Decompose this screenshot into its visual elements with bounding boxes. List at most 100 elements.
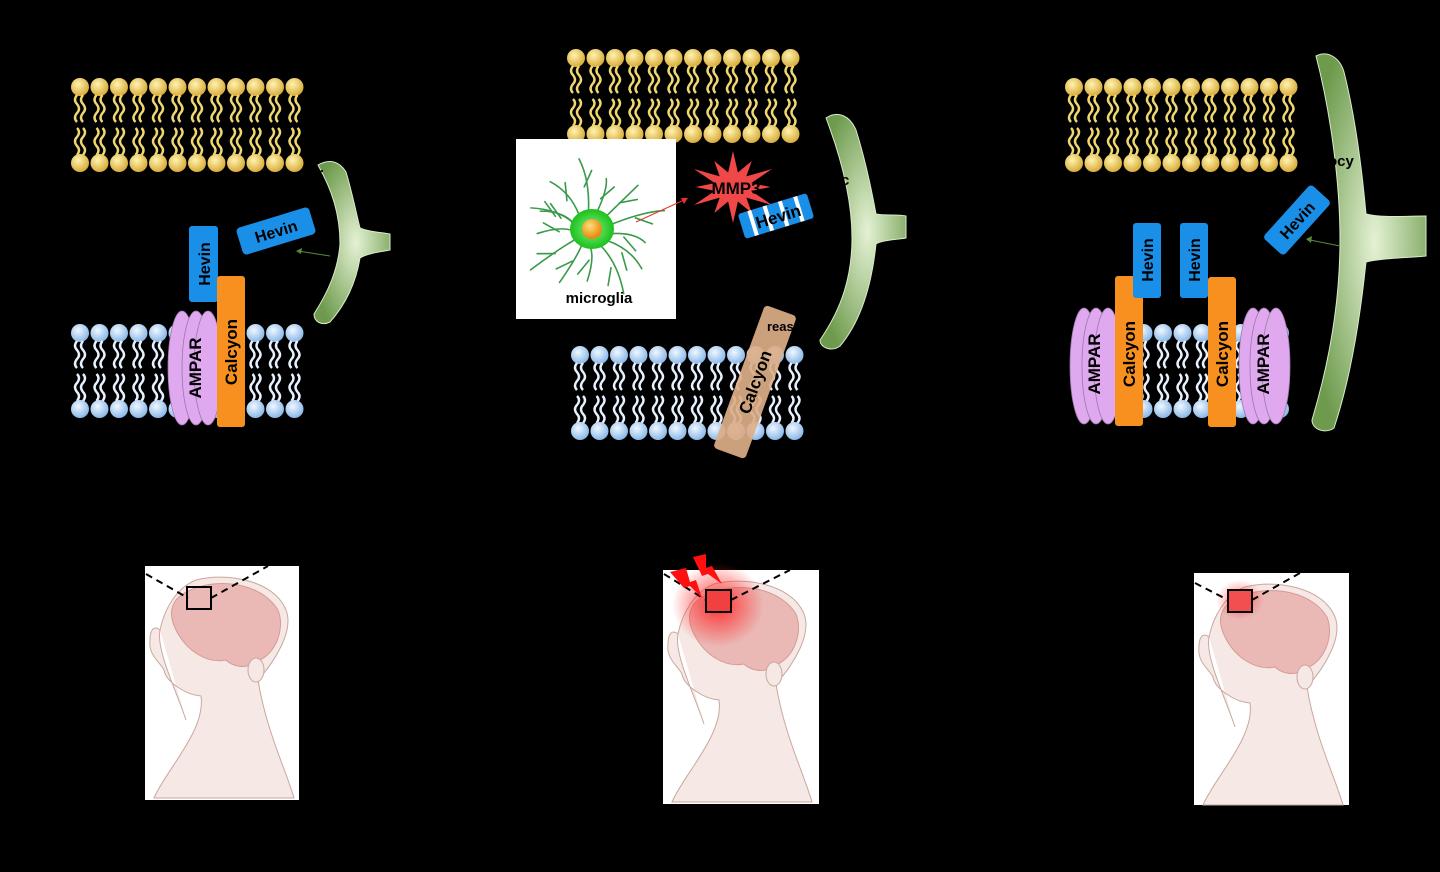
lipid-head bbox=[567, 49, 585, 67]
lipid-head bbox=[1084, 78, 1103, 96]
lipid-tail bbox=[151, 127, 159, 156]
lipid-tail bbox=[628, 65, 635, 94]
lipid-tail bbox=[177, 94, 184, 123]
lipid-tail bbox=[1143, 340, 1150, 369]
lipid-head bbox=[1182, 154, 1200, 172]
lipid-tail bbox=[132, 340, 139, 369]
calcyon-label: Calcyon bbox=[222, 319, 241, 385]
microglia-process bbox=[583, 169, 593, 188]
microglia-process bbox=[542, 222, 560, 233]
lipid-tail bbox=[653, 98, 661, 127]
hevin-secreted: Hevin bbox=[236, 207, 316, 255]
lipid-tail bbox=[667, 98, 674, 127]
lipid-tail bbox=[255, 94, 262, 123]
ampar-label: AMPAR bbox=[186, 337, 205, 398]
presynaptic-membrane bbox=[71, 78, 304, 172]
lipid-tail bbox=[112, 94, 120, 123]
lipid-tail bbox=[99, 373, 106, 402]
lipid-tail bbox=[1093, 127, 1100, 156]
lipid-head bbox=[1162, 78, 1181, 96]
lipid-tail bbox=[288, 340, 295, 369]
lipid-tail bbox=[249, 340, 256, 369]
microglia-process bbox=[610, 232, 646, 244]
lipid-tail bbox=[288, 94, 295, 123]
lipid-head bbox=[625, 125, 644, 143]
lipid-tail bbox=[249, 94, 256, 123]
lipid-tail bbox=[1171, 94, 1178, 123]
lipid-head bbox=[246, 154, 265, 172]
lipid-head bbox=[762, 125, 780, 143]
lipid-tail bbox=[138, 340, 145, 369]
lipid-tail bbox=[294, 127, 301, 156]
lipid-tail bbox=[1132, 94, 1139, 123]
lipid-tail bbox=[657, 362, 665, 391]
lipid-tail bbox=[790, 65, 797, 94]
ear bbox=[247, 657, 265, 683]
lipid-head bbox=[1154, 400, 1172, 418]
lipid-tail bbox=[112, 373, 120, 402]
lipid-tail bbox=[788, 395, 795, 424]
lipid-tail bbox=[216, 94, 223, 123]
lipid-head bbox=[785, 422, 804, 440]
lipid-tail bbox=[1195, 373, 1203, 402]
zoom-line bbox=[1251, 572, 1301, 601]
lipid-head bbox=[703, 49, 722, 67]
lipid-head bbox=[149, 400, 167, 418]
lipid-tail bbox=[99, 127, 106, 156]
lipid-head bbox=[1201, 78, 1220, 96]
astrocyte bbox=[313, 161, 391, 325]
calcyon-label: Calcyon bbox=[1213, 321, 1232, 387]
lipid-tail bbox=[1106, 127, 1114, 156]
lipid-head bbox=[781, 125, 800, 143]
microglia-process bbox=[596, 177, 608, 213]
lipid-tail bbox=[1223, 94, 1231, 123]
lipid-tail bbox=[157, 94, 165, 123]
lipid-head bbox=[610, 422, 628, 440]
lipid-tail bbox=[1195, 340, 1203, 369]
lipid-tail bbox=[599, 395, 606, 424]
lipid-tail bbox=[190, 127, 198, 156]
lipid-tail bbox=[112, 340, 120, 369]
lipid-tail bbox=[579, 395, 587, 424]
decrease-label: reas bbox=[767, 319, 794, 334]
lipid-head bbox=[610, 346, 628, 364]
lipid-tail bbox=[1262, 127, 1270, 156]
region-box bbox=[1227, 589, 1253, 613]
lipid-tail bbox=[745, 65, 752, 94]
lipid-tail bbox=[692, 98, 700, 127]
lipid-tail bbox=[1243, 127, 1250, 156]
ampar-receptor: AMPAR bbox=[1238, 307, 1291, 425]
calcyon-label: Calcyon bbox=[1120, 321, 1139, 387]
lipid-tail bbox=[634, 65, 641, 94]
lipid-tail bbox=[589, 98, 596, 127]
microglia-process bbox=[599, 244, 625, 295]
lipid-head bbox=[168, 78, 187, 96]
ampar-label: AMPAR bbox=[1085, 333, 1104, 394]
lipid-tail bbox=[673, 65, 680, 94]
lipid-tail bbox=[1201, 373, 1209, 402]
lipid-tail bbox=[1126, 127, 1133, 156]
lipid-tail bbox=[673, 98, 680, 127]
lipid-tail bbox=[725, 65, 733, 94]
lipid-head bbox=[1240, 154, 1259, 172]
lipid-tail bbox=[784, 65, 791, 94]
lightning-icon bbox=[670, 568, 702, 598]
lipid-tail bbox=[1268, 94, 1276, 123]
lipid-head bbox=[590, 422, 609, 440]
lipid-tail bbox=[784, 98, 791, 127]
lipid-head bbox=[71, 154, 89, 172]
lipid-tail bbox=[274, 373, 282, 402]
microglia-process bbox=[529, 238, 577, 271]
lipid-tail bbox=[1182, 340, 1189, 369]
lipid-tail bbox=[1182, 373, 1189, 402]
lipid-head bbox=[227, 154, 245, 172]
lipid-tail bbox=[73, 373, 81, 402]
lipid-tail bbox=[768, 395, 776, 424]
lipid-tail bbox=[1204, 127, 1211, 156]
lipid-tail bbox=[1145, 127, 1153, 156]
lipid-tail bbox=[93, 373, 100, 402]
lipid-head bbox=[246, 78, 265, 96]
lipid-tail bbox=[573, 395, 581, 424]
lipid-tail bbox=[686, 65, 694, 94]
